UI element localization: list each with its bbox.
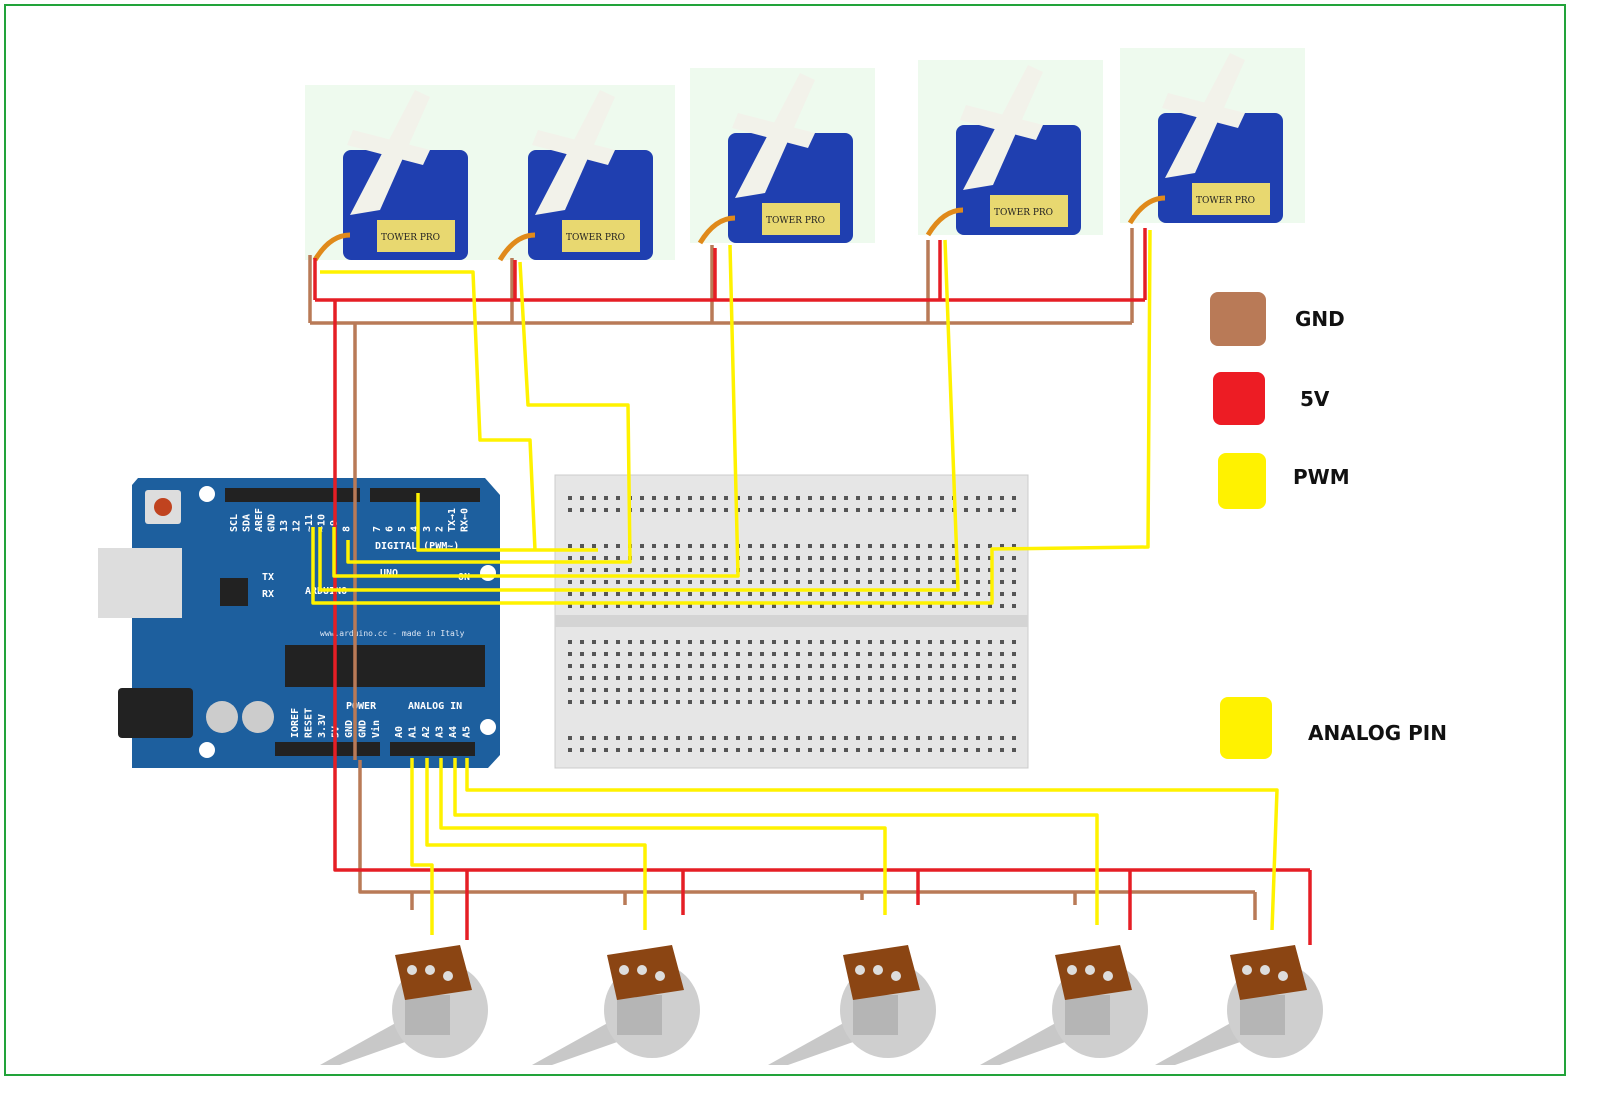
servo-motor: TOWER PRO	[918, 60, 1103, 237]
pin-label: A2	[421, 726, 432, 738]
5v-wire	[333, 760, 1312, 945]
power-label: POWER	[346, 701, 377, 712]
pin-label: 6	[385, 526, 396, 532]
servo-label: TOWER PRO	[766, 216, 825, 226]
pin-label: GND	[358, 720, 369, 738]
frame	[4, 4, 1566, 1076]
pin-label: 7	[372, 526, 383, 532]
potentiometer[interactable]	[768, 945, 936, 1065]
legend-swatch-5v	[1213, 372, 1265, 425]
pin-label: GND	[267, 514, 278, 532]
site-text: www.arduino.cc - made in Italy	[320, 629, 465, 638]
pwm-wire	[332, 244, 740, 578]
usb-port	[98, 548, 182, 618]
servo-label: TOWER PRO	[1196, 196, 1255, 206]
pin-label: ~11	[304, 514, 315, 532]
pin-label: 4	[410, 526, 421, 532]
legend-swatch-analog	[1220, 697, 1272, 759]
pwm-wire	[346, 261, 632, 564]
pin-label: SCL	[229, 514, 240, 532]
tx-label: TX	[262, 572, 274, 583]
servo-motor: TOWER PRO	[690, 68, 875, 245]
pin-label: 5	[397, 526, 408, 532]
pin-label: TX→1	[447, 508, 458, 532]
legend-label-analog: ANALOG PIN	[1308, 721, 1447, 745]
servo-motor: TOWER PRO	[490, 85, 675, 262]
gnd-wire	[308, 228, 1134, 760]
pwm-wire	[318, 239, 960, 592]
pin-label: Vin	[370, 720, 382, 738]
legend-label-gnd: GND	[1295, 307, 1345, 331]
legend-swatch-pwm	[1218, 453, 1266, 509]
pin-label: RESET	[304, 708, 315, 738]
pin-label: GND	[344, 720, 355, 738]
legend-label-pwm: PWM	[1293, 465, 1350, 489]
pin-label: 3.3V	[317, 714, 328, 738]
uno-logo: UNO	[380, 568, 398, 579]
legend: GND 5V PWM ANALOG PIN	[1210, 292, 1447, 759]
servo-label: TOWER PRO	[994, 208, 1053, 218]
wires	[308, 228, 1312, 945]
potentiometer[interactable]	[532, 945, 700, 1065]
pwm-wire	[311, 229, 1152, 605]
pin-label: RX←0	[460, 508, 471, 532]
potentiometer[interactable]	[320, 945, 488, 1065]
servo-motor: TOWER PRO	[1120, 48, 1305, 225]
potentiometer[interactable]	[1155, 945, 1323, 1065]
servo-label: TOWER PRO	[566, 233, 625, 243]
analog-wire	[425, 758, 647, 930]
gnd-wire	[358, 760, 1257, 920]
pin-label: AREF	[254, 508, 265, 532]
pin-label: 3	[422, 526, 433, 532]
analog-wire	[410, 758, 434, 935]
pin-label: A4	[448, 726, 459, 738]
analog-wire	[439, 758, 887, 915]
legend-label-5v: 5V	[1300, 387, 1330, 411]
potentiometer[interactable]	[980, 945, 1148, 1065]
analog-wire	[453, 758, 1099, 925]
power-jack	[118, 688, 193, 738]
pin-label: 8	[342, 526, 353, 532]
analog-wire	[465, 758, 1279, 931]
pin-label: A1	[408, 726, 419, 738]
pin-label: A5	[462, 726, 473, 738]
pin-label: 2	[435, 526, 446, 532]
rx-label: RX	[262, 589, 274, 600]
servo-group: TOWER PRO TOWER PRO TOWER PRO TOWER PRO TOWE…	[305, 48, 1305, 262]
analog-label: ANALOG IN	[408, 701, 462, 712]
servo-motor: TOWER PRO	[305, 85, 490, 262]
pwm-wire	[320, 270, 598, 552]
servo-label: TOWER PRO	[381, 233, 440, 243]
pin-label: 12	[292, 520, 303, 532]
pin-label: SDA	[242, 514, 253, 532]
potentiometer-group	[320, 945, 1323, 1065]
pin-label: IOREF	[290, 708, 301, 738]
arduino-uno: DIGITAL (PWM~) ARDUINO UNO www.arduino.c…	[98, 478, 500, 768]
breadboard	[554, 474, 1029, 769]
legend-swatch-gnd	[1210, 292, 1266, 346]
pin-label: A0	[394, 726, 405, 738]
pin-label: 13	[279, 520, 290, 532]
pin-label: A3	[435, 726, 446, 738]
pin-label: ~10	[317, 514, 328, 532]
